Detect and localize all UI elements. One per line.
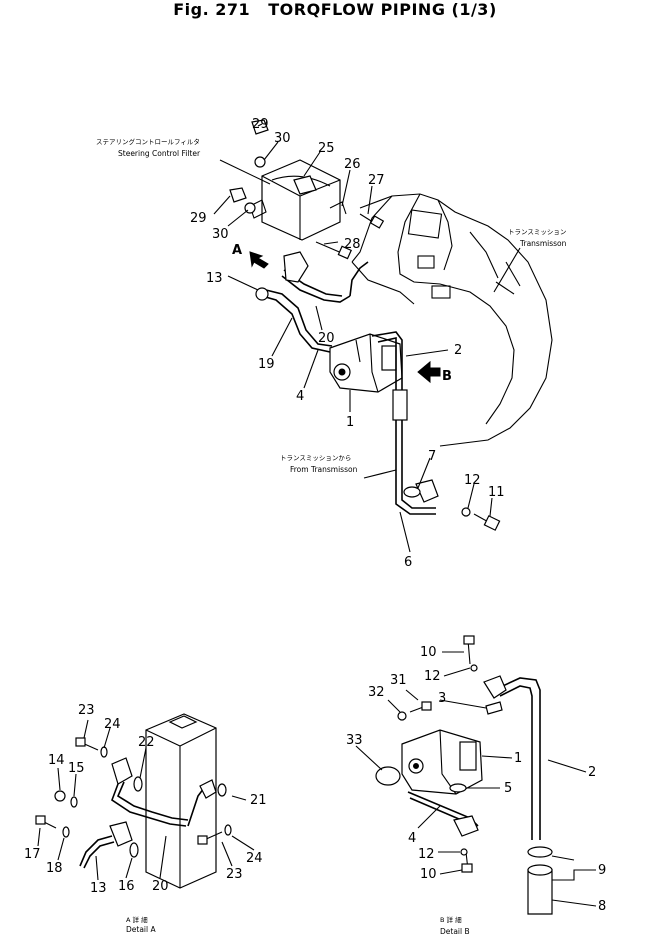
arrow-a: A — [232, 243, 269, 269]
part-label: 30 — [212, 227, 229, 242]
detail-b-caption-jp: B 詳 細 — [440, 915, 462, 924]
part-label: 18 — [46, 861, 63, 876]
part-label: 1 — [346, 415, 354, 430]
part-label: 29 — [190, 211, 207, 226]
part-label: 4 — [408, 831, 416, 846]
part-label: 21 — [250, 793, 267, 808]
detail-a-caption: Detail A — [126, 925, 156, 934]
part-label: 13 — [90, 881, 107, 896]
part-label: 4 — [296, 389, 304, 404]
figure-title: Fig. 271 TORQFLOW PIPING (1/3) — [0, 0, 670, 20]
part-label: 11 — [488, 485, 505, 500]
detail-b-drawing — [355, 635, 597, 915]
part-label: 24 — [246, 851, 263, 866]
arrow-b: B — [417, 360, 452, 384]
transmission-caption: Transmisson — [519, 239, 567, 248]
part-label: 12 — [464, 473, 481, 488]
part-label: 20 — [152, 879, 169, 894]
part-label: 9 — [598, 863, 606, 878]
part-label: 12 — [418, 847, 435, 862]
piping-main — [255, 251, 439, 515]
part-label: 23 — [78, 703, 95, 718]
part-label: 5 — [504, 781, 512, 796]
part-label: 13 — [206, 271, 223, 286]
steering-filter-caption-jp: ステアリングコントロールフィルタ — [96, 137, 200, 146]
figure-number: Fig. 271 — [173, 0, 251, 19]
part-label: 27 — [368, 173, 385, 188]
bolts-main — [229, 119, 501, 531]
part-label: 29 — [252, 117, 269, 132]
part-label: 8 — [598, 899, 606, 914]
arrow-a-label: A — [232, 243, 242, 258]
arrow-b-label: B — [442, 369, 452, 384]
part-label: 2 — [454, 343, 462, 358]
detail-a-drawing — [35, 713, 255, 889]
part-label: 15 — [68, 761, 85, 776]
part-label: 28 — [344, 237, 361, 252]
part-label: 19 — [258, 357, 275, 372]
from-transmission-caption: From Transmisson — [290, 465, 358, 474]
part-label: 10 — [420, 645, 437, 660]
transmission-housing — [351, 193, 553, 447]
part-label: 24 — [104, 717, 121, 732]
from-transmission-caption-jp: トランスミッションから — [280, 454, 351, 462]
part-label: 14 — [48, 753, 65, 768]
detail-a-caption-jp: A 詳 細 — [126, 915, 148, 924]
part-label: 30 — [274, 131, 291, 146]
part-label: 26 — [344, 157, 361, 172]
part-label: 6 — [404, 555, 412, 570]
part-label: 33 — [346, 733, 363, 748]
part-label: 31 — [390, 673, 407, 688]
part-label: 1 — [514, 751, 522, 766]
part-label: 16 — [118, 879, 135, 894]
figure-name: TORQFLOW PIPING (1/3) — [268, 0, 497, 19]
detail-b-labels: 10 12 31 32 3 33 1 2 5 4 12 10 9 8 — [346, 645, 606, 914]
part-label: 2 — [588, 765, 596, 780]
torqflow-pump-main — [329, 333, 403, 393]
detail-b-caption: Detail B — [440, 927, 470, 936]
leader-lines-main — [213, 123, 521, 553]
steering-control-filter — [249, 159, 347, 241]
detail-a-labels: 23 24 22 14 15 21 17 18 13 16 20 23 24 — [24, 703, 267, 896]
transmission-caption-jp: トランスミッション — [508, 228, 566, 236]
part-label: 12 — [424, 669, 441, 684]
part-label: 17 — [24, 847, 41, 862]
part-label: 3 — [438, 691, 446, 706]
part-label: 22 — [138, 735, 155, 750]
part-label: 25 — [318, 141, 335, 156]
part-label: 7 — [428, 449, 436, 464]
part-label: 20 — [318, 331, 335, 346]
part-label: 23 — [226, 867, 243, 882]
steering-filter-caption: Steering Control Filter — [118, 149, 201, 158]
part-label: 10 — [420, 867, 437, 882]
part-label: 32 — [368, 685, 385, 700]
main-part-labels: 29 30 25 26 27 29 30 28 13 20 19 4 1 2 7… — [190, 117, 505, 570]
